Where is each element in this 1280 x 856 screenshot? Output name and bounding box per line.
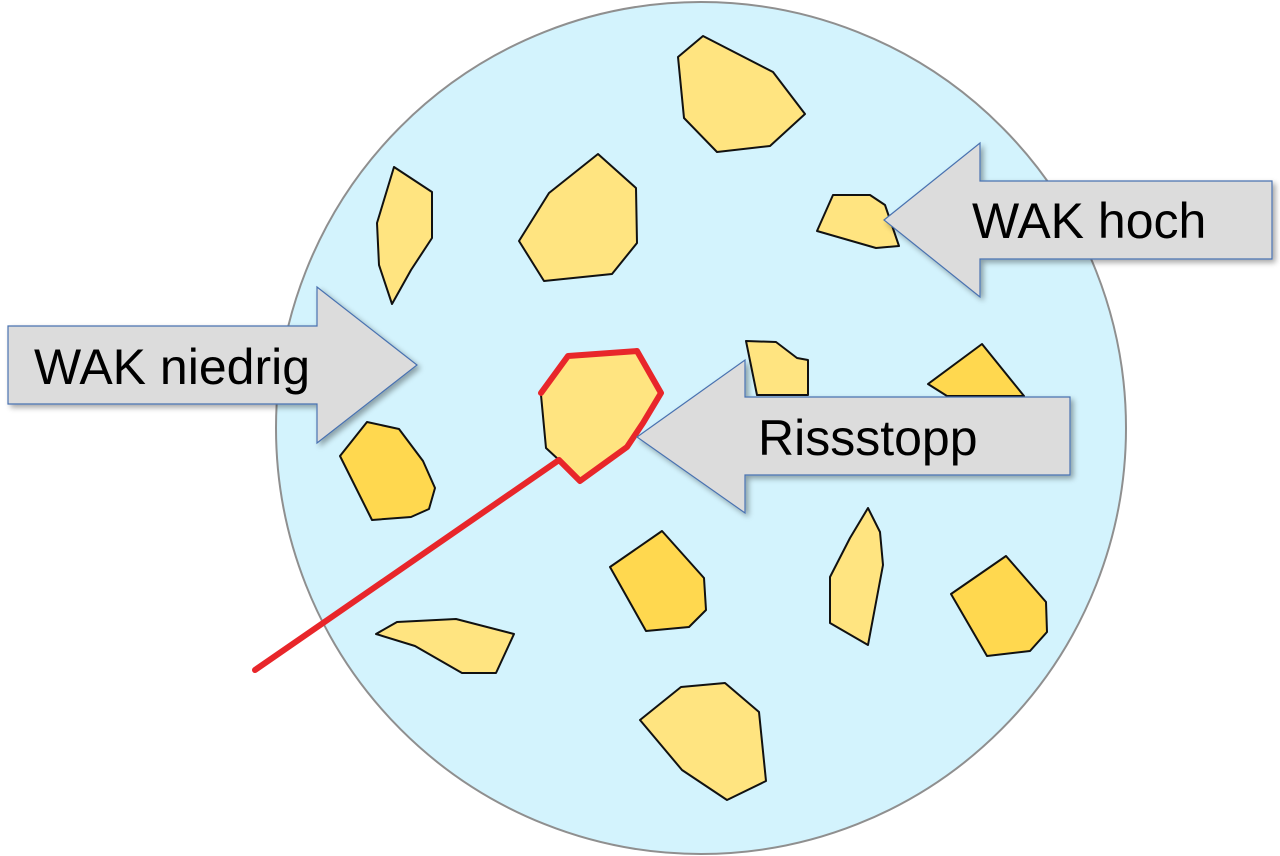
particle [609, 530, 707, 632]
particle [339, 421, 436, 521]
particle [745, 340, 809, 396]
particle [518, 153, 638, 282]
particle [950, 555, 1048, 657]
particle [927, 343, 1025, 397]
particle [677, 35, 806, 153]
arrow-wak-low: WAK niedrig [7, 285, 418, 445]
arrow-crack-stop: Rissstopp [635, 358, 1071, 515]
label-crack-stop: Rissstopp [758, 410, 978, 466]
label-wak-high: WAK hoch [972, 193, 1206, 249]
label-wak-low: WAK niedrig [34, 339, 310, 395]
crack-line [252, 348, 664, 673]
particle [639, 682, 767, 801]
particle [829, 507, 884, 646]
particle [375, 618, 515, 674]
particle [376, 166, 433, 305]
arrow-wak-high: WAK hoch [883, 141, 1273, 299]
particle [816, 194, 900, 249]
